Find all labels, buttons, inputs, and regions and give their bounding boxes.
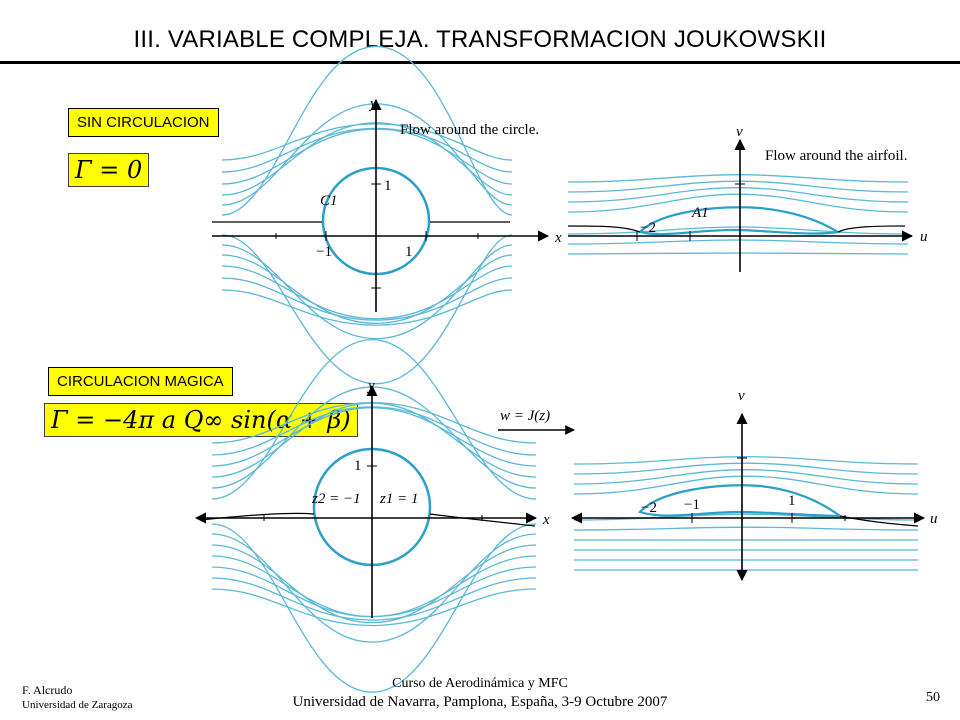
streamline (221, 265, 513, 320)
u-axis-label-top-right: u (920, 229, 928, 245)
page-number: 50 (926, 690, 940, 705)
stagnation-line-rear (837, 225, 906, 233)
stagnation-line-front (567, 225, 641, 233)
formula-gamma-zero: Γ = 0 (68, 153, 150, 187)
streamline (573, 513, 919, 521)
point-z1: z1 = 1 (379, 491, 418, 507)
point-z2: z2 = −1 (311, 491, 361, 507)
mapping-label: w = J(z) (500, 408, 550, 424)
footer-course: Curso de Aerodinámica y MFC (392, 676, 568, 691)
streamline (567, 174, 909, 183)
label-circulacion-magica: CIRCULACION MAGICA (48, 367, 233, 396)
footer-venue: Universidad de Navarra, Pamplona, España… (292, 694, 668, 710)
airfoil-a1 (637, 206, 842, 236)
streamline (211, 339, 537, 500)
streamline (567, 239, 909, 245)
caption-circle-top: Flow around the circle. (400, 122, 539, 138)
y-axis-label-top-left: y (368, 96, 377, 112)
curve-label-a1: A1 (691, 205, 709, 221)
curve-label-c1: C1 (320, 193, 338, 209)
streamline (567, 252, 909, 255)
v-axis-label-top-right: v (736, 124, 743, 140)
streamline (221, 45, 513, 216)
y-axis-label-bottom-left: y (366, 378, 375, 394)
tick-label-y-one-bottom: 1 (354, 458, 362, 474)
streamline (211, 533, 537, 643)
streamline (211, 588, 537, 627)
x-axis-label-bottom-left: x (542, 512, 550, 528)
streamline (573, 526, 919, 531)
tick-label-minus-two-top: −2 (640, 220, 656, 236)
tick-label-minus-two-bottom: −2 (641, 500, 657, 516)
streamline (221, 254, 513, 324)
streamline (221, 234, 513, 385)
slide-title: III. VARIABLE COMPLEJA. TRANSFORMACION J… (133, 26, 827, 53)
tick-label-minus-one-bottom: −1 (684, 497, 700, 513)
streamline (573, 462, 919, 475)
streamline (211, 577, 537, 621)
label-sin-circulacion: SIN CIRCULACION (68, 108, 219, 137)
trailing-streamline (839, 515, 919, 527)
caption-airfoil-top: Flow around the airfoil. (765, 148, 907, 164)
title-divider (0, 61, 960, 64)
streamline (221, 277, 513, 321)
streamline (211, 407, 537, 467)
v-axis-label-bottom-right: v (738, 388, 745, 404)
tick-label-one-bottom: 1 (788, 493, 796, 509)
streamlines-airfoil-bottom (573, 456, 919, 571)
streamline (211, 566, 537, 618)
streamline (221, 244, 513, 340)
streamline (211, 544, 537, 624)
streamline (567, 180, 909, 193)
tick-label-y-one: 1 (384, 178, 392, 194)
footer-affiliation: Universidad de Zaragoza (22, 699, 133, 711)
stagnation-line-left-bottom (199, 512, 315, 521)
streamlines-circle-top (221, 45, 513, 385)
streamlines-airfoil-top (567, 174, 909, 255)
x-axis-label-top-left: x (554, 230, 562, 246)
footer-author: F. Alcrudo (22, 683, 73, 697)
streamline (567, 187, 909, 203)
tick-label-x-minus-one: −1 (316, 244, 332, 260)
streamline (211, 523, 537, 693)
streamline (567, 226, 909, 235)
airfoil-with-circulation (638, 484, 844, 518)
streamline (211, 401, 537, 444)
streamline (221, 289, 513, 326)
u-axis-label-bottom-right: u (930, 511, 938, 527)
tick-label-x-one: 1 (405, 244, 413, 260)
stagnation-line-right-bottom (429, 513, 536, 527)
streamline (567, 193, 909, 213)
